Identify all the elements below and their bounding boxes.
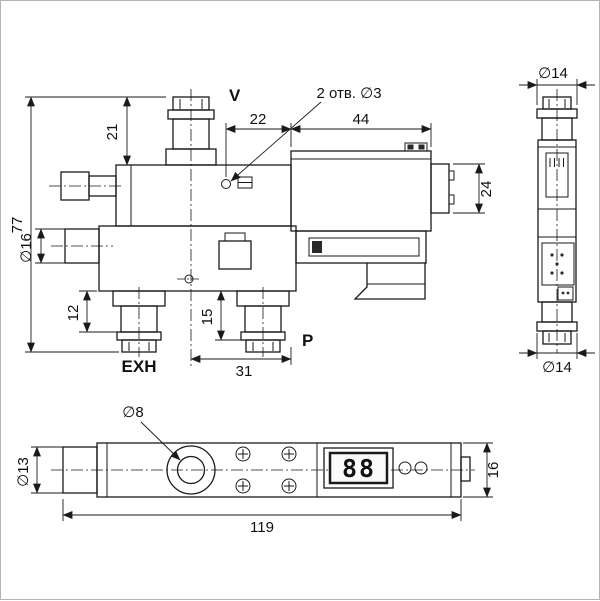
dim-dia14-bottom: ∅14 — [519, 333, 595, 376]
end-view: ∅14 ∅14 — [519, 65, 595, 376]
dim-p-15: 15 — [199, 290, 241, 341]
end-body — [537, 139, 577, 303]
dim-16: 16 — [463, 442, 502, 498]
dim-label-16: 16 — [485, 462, 502, 479]
dim-label-dia16: ∅16 — [18, 233, 35, 263]
dim-connector-24: 24 — [453, 163, 495, 214]
end-lug — [460, 456, 471, 482]
dim-label-21: 21 — [104, 124, 121, 141]
dim-label-dia8: ∅8 — [122, 404, 143, 421]
display-value: 88 — [342, 454, 376, 483]
indicator-button — [414, 461, 428, 475]
dim-label-44: 44 — [353, 111, 370, 128]
boss-circle — [166, 445, 216, 495]
p-port-fitting — [236, 287, 290, 357]
dim-dia8: ∅8 — [122, 404, 181, 461]
display-window — [328, 451, 389, 485]
dim-22: 22 — [225, 111, 292, 177]
dim-total-height-77: 77 — [9, 96, 166, 353]
port-label-p: P — [302, 331, 313, 350]
end-connector-socket — [545, 152, 569, 198]
exh-port-fitting — [112, 287, 166, 357]
dim-label-22: 22 — [250, 111, 267, 128]
note-two-holes: 2 отв. ∅3 — [230, 85, 382, 182]
dim-label-dia13: ∅13 — [15, 457, 32, 487]
hole-8mm — [176, 455, 206, 485]
dim-exh-12: 12 — [65, 290, 117, 333]
end-fitting-bottom — [536, 301, 578, 345]
screws — [235, 446, 297, 494]
dim-knob-dia-16: ∅16 — [18, 228, 65, 264]
holes-leader — [230, 101, 322, 182]
dim-fitting-21: 21 — [104, 96, 131, 166]
valve-body — [98, 164, 297, 292]
dim-dia14-top: ∅14 — [519, 65, 595, 105]
solenoid-block — [290, 142, 455, 300]
dim-31: 31 — [190, 347, 292, 380]
main-view: 77 21 ∅16 22 44 2 отв. ∅3 — [9, 85, 495, 380]
dim-label-dia14-bottom: ∅14 — [542, 359, 572, 376]
screw — [235, 446, 251, 462]
digital-display: 88 — [323, 447, 428, 489]
dim-label-119: 119 — [250, 519, 274, 536]
mounting-bracket — [353, 262, 426, 300]
dim-label-31: 31 — [236, 363, 253, 380]
bottom-view: 88 ∅13 ∅8 16 119 — [15, 404, 502, 536]
dim-44: 44 — [290, 111, 432, 147]
bottom-body — [62, 442, 471, 498]
dia8-leader — [140, 421, 181, 461]
terminal-tab — [404, 142, 428, 152]
dim-119: 119 — [62, 499, 462, 536]
pilot-hole — [221, 179, 231, 189]
end-small-port — [557, 286, 574, 301]
electrical-connector — [430, 163, 450, 214]
port-label-exh: EXH — [122, 357, 157, 376]
dim-label-24: 24 — [478, 181, 495, 198]
dim-label-dia14-top: ∅14 — [538, 65, 568, 82]
dim-label-77: 77 — [9, 217, 26, 234]
port-label-v: V — [229, 86, 241, 105]
dim-label-15: 15 — [199, 309, 216, 326]
dim-dia13: ∅13 — [15, 446, 63, 494]
indicator-button — [398, 461, 412, 475]
holes-note-label: 2 отв. ∅3 — [316, 85, 381, 102]
screw — [281, 446, 297, 462]
adjuster-knob-upper — [49, 171, 123, 201]
body-connector-block — [218, 240, 252, 270]
screw — [281, 478, 297, 494]
dim-label-12: 12 — [65, 305, 82, 322]
knurled-knob — [51, 228, 113, 264]
screw — [235, 478, 251, 494]
